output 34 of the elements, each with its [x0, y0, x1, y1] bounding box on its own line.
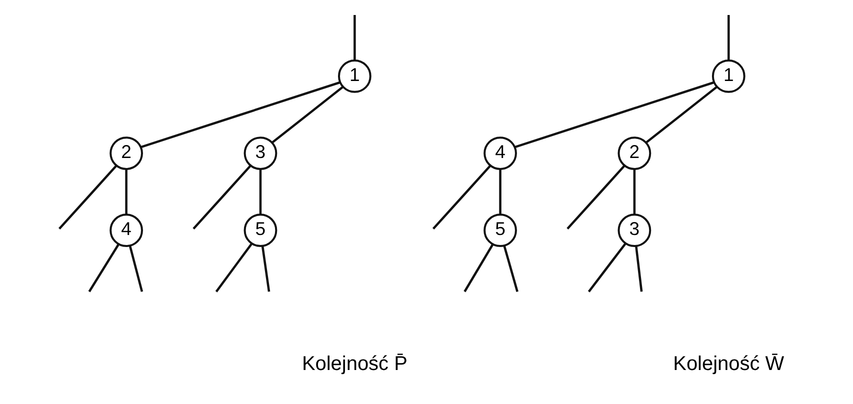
- node-circle: 5: [484, 214, 517, 248]
- node-circle: 2: [110, 136, 143, 170]
- connector: [499, 169, 502, 214]
- connector: [140, 81, 340, 148]
- connector: [58, 164, 118, 230]
- connector: [588, 243, 626, 292]
- connector: [128, 245, 144, 292]
- connector: [646, 86, 718, 144]
- connector: [192, 164, 252, 230]
- connector: [354, 15, 356, 60]
- connector: [635, 246, 643, 292]
- connector: [272, 86, 344, 144]
- node-circle: 3: [244, 136, 278, 170]
- connector: [432, 164, 492, 230]
- node-circle: 2: [618, 136, 652, 170]
- label: Kolejność P̄: [302, 352, 408, 375]
- connector: [259, 169, 262, 214]
- connector: [514, 81, 714, 148]
- node-circle: 3: [618, 214, 652, 248]
- node-circle: 4: [110, 214, 143, 248]
- node-circle: 5: [244, 214, 278, 248]
- connector: [261, 246, 270, 292]
- connector: [125, 169, 128, 214]
- connector: [503, 245, 518, 292]
- node-circle: 4: [484, 136, 517, 170]
- connector: [633, 169, 636, 214]
- connector: [215, 243, 252, 292]
- connector: [728, 15, 730, 60]
- label: Kolejność W̄: [673, 352, 784, 375]
- connector: [88, 244, 120, 292]
- connector: [566, 164, 626, 230]
- node-circle: 1: [338, 60, 372, 93]
- connector: [464, 244, 494, 292]
- node-circle: 1: [712, 60, 746, 93]
